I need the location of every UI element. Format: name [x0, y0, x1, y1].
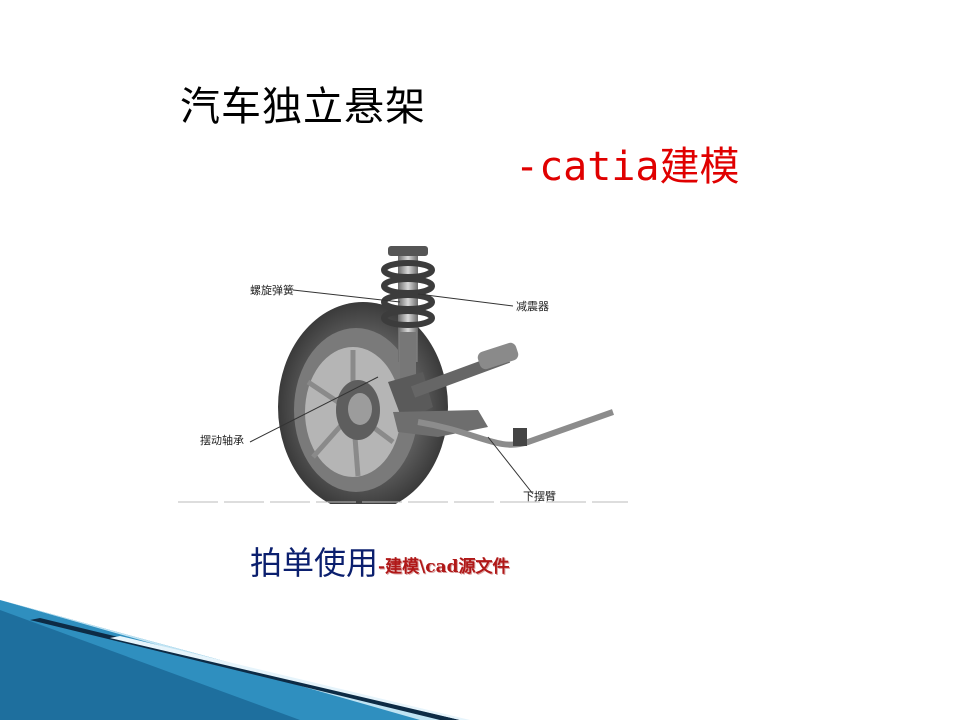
slide-subtitle: -catia建模: [515, 144, 740, 190]
slide-title: 汽车独立悬架: [180, 84, 426, 130]
drive-shaft: [410, 342, 519, 398]
label-swing-bearing: 摆动轴承: [200, 434, 244, 447]
caption-main: 拍单使用: [250, 544, 379, 582]
label-lower-arm: 下摆臂: [523, 490, 556, 503]
leader-lines: [249, 289, 534, 495]
label-coil-spring: 螺旋弹簧: [250, 284, 294, 297]
caption: 拍单使用-建模\cad源文件: [250, 538, 510, 584]
suspension-figure: 螺旋弹簧 减震器 摆动轴承 下摆臂: [178, 232, 628, 512]
suspension-illustration: [178, 246, 628, 512]
decorative-wave: [0, 600, 470, 720]
label-shock-absorber: 减震器: [516, 300, 549, 313]
lower-arm: [393, 409, 614, 448]
caption-note: -建模\cad源文件: [378, 557, 510, 577]
